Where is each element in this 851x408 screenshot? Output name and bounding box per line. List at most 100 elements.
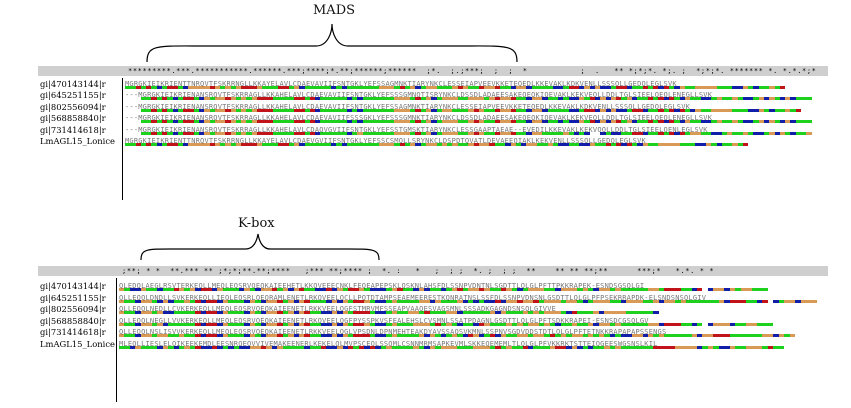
residue-block — [195, 288, 201, 291]
residue-block — [605, 120, 611, 124]
residue-block — [446, 334, 452, 338]
residue-block — [257, 86, 263, 89]
residue-block — [691, 288, 698, 291]
residue-block — [246, 131, 252, 135]
residue-block — [309, 86, 316, 89]
residue-block — [653, 311, 659, 315]
residue-block — [178, 311, 185, 315]
residue-block — [364, 288, 370, 291]
residue-block — [320, 346, 327, 349]
residue-block — [330, 143, 337, 146]
residue-block — [195, 322, 201, 326]
residue-block — [151, 97, 157, 101]
residue-block — [282, 322, 289, 326]
residue-block — [568, 120, 574, 124]
residue-block — [642, 143, 648, 146]
residue-block — [156, 120, 162, 124]
residue-block — [721, 131, 728, 135]
residue-block — [267, 143, 273, 146]
residue-block — [526, 120, 532, 124]
residue-block — [304, 97, 310, 101]
residue-block — [410, 120, 416, 124]
residue-block — [336, 143, 342, 146]
residue-block — [632, 143, 638, 146]
residue-block — [707, 334, 714, 338]
residue-block — [517, 311, 523, 315]
residue-block — [162, 334, 169, 338]
residue-block — [325, 86, 331, 89]
residue-block — [189, 299, 196, 303]
residue-block — [473, 322, 479, 326]
residue-block — [358, 346, 365, 349]
residue-block — [647, 311, 654, 315]
residue-block — [255, 288, 261, 291]
residue-block — [415, 120, 421, 124]
residue-block — [533, 299, 539, 303]
residue-block — [418, 322, 425, 326]
residue-block — [353, 288, 359, 291]
residue-block — [542, 131, 548, 135]
residue-block — [380, 334, 387, 338]
residue-block — [124, 299, 130, 303]
residue-block — [674, 97, 680, 101]
residue-block — [778, 346, 785, 349]
residue-block — [609, 299, 616, 303]
residue-block — [637, 86, 643, 89]
residue-block — [260, 334, 267, 338]
residue-block — [571, 299, 578, 303]
residue-block — [463, 108, 469, 112]
residue-block — [711, 108, 717, 112]
residue-block — [214, 143, 221, 146]
residue-block — [151, 143, 157, 146]
residue-block — [230, 131, 236, 135]
residue-block — [769, 86, 775, 89]
residue-block — [658, 131, 664, 135]
residue-block — [757, 322, 763, 326]
residue-block — [362, 131, 368, 135]
residue-block — [579, 131, 585, 135]
residue-block — [129, 288, 136, 291]
residue-block — [331, 299, 338, 303]
residue-block — [538, 299, 545, 303]
residue-block — [352, 120, 358, 124]
residue-block — [184, 299, 190, 303]
residue-block — [246, 86, 252, 89]
residue-block — [408, 322, 414, 326]
residue-block — [235, 86, 242, 89]
residue-block — [473, 97, 479, 101]
residue-block — [531, 143, 537, 146]
residue-block — [325, 97, 331, 101]
residue-block — [195, 299, 201, 303]
residue-block — [764, 131, 770, 135]
residue-block — [566, 322, 572, 326]
residue-block — [441, 108, 448, 112]
residue-block — [177, 97, 184, 101]
residue-block — [402, 311, 409, 315]
residue-block — [446, 322, 452, 326]
residue-block — [260, 346, 267, 349]
residue-block — [397, 288, 403, 291]
residue-block — [177, 143, 184, 146]
residue-block — [386, 288, 392, 291]
residue-block — [193, 97, 199, 101]
residue-block — [364, 311, 370, 315]
residue-block — [637, 143, 643, 146]
residue-block — [522, 299, 528, 303]
residue-block — [605, 97, 611, 101]
residue-block — [330, 108, 337, 112]
residue-block — [462, 334, 468, 338]
residue-block — [309, 346, 316, 349]
residue-block — [262, 108, 268, 112]
residue-block — [527, 311, 534, 315]
residue-block — [560, 299, 567, 303]
residue-block — [389, 120, 395, 124]
residue-block — [404, 86, 411, 89]
residue-block — [506, 299, 512, 303]
residue-block — [183, 97, 189, 101]
residue-block — [468, 108, 474, 112]
residue-block — [394, 131, 400, 135]
residue-block — [440, 311, 447, 315]
residue-block — [647, 322, 654, 326]
residue-block — [552, 86, 559, 89]
residue-block — [457, 131, 463, 135]
